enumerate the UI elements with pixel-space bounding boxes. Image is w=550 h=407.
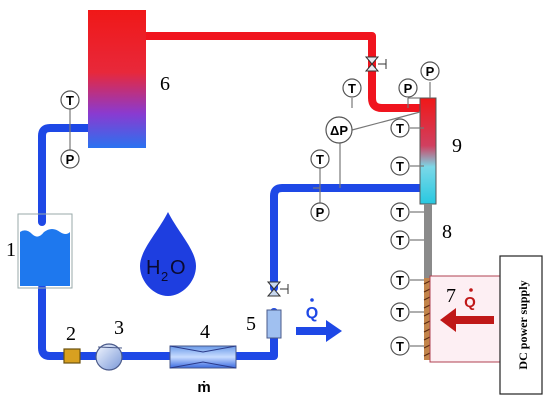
preheater <box>266 309 282 339</box>
water-drop-h: H <box>146 257 160 279</box>
svg-text:P: P <box>66 152 75 167</box>
svg-text:T: T <box>396 339 404 354</box>
thermocouple-section-5: T <box>390 270 410 290</box>
svg-text:P: P <box>426 64 435 79</box>
separator <box>419 97 437 205</box>
valve-icon[interactable] <box>266 281 289 297</box>
svg-text:T: T <box>396 305 404 320</box>
svg-text:T: T <box>396 233 404 248</box>
cold-return-pipe <box>38 124 92 226</box>
thermocouple-section-6: T <box>390 302 410 322</box>
label-5: 5 <box>246 313 256 335</box>
label-3: 3 <box>114 317 124 339</box>
water-drop-o: O <box>170 257 186 279</box>
label-6: 6 <box>160 73 170 95</box>
thermocouple-outlet-9: T <box>310 149 330 169</box>
thermocouple-section-3: T <box>390 202 410 222</box>
water-drop-icon <box>140 212 196 296</box>
thermocouple-section-4: T <box>390 230 410 250</box>
thermocouple-section-1: T <box>390 118 410 138</box>
svg-text:P: P <box>404 81 413 96</box>
pump-outlet <box>97 346 123 349</box>
heated-section <box>424 278 432 360</box>
adiabatic-section <box>424 204 432 278</box>
pump <box>95 343 123 371</box>
label-2: 2 <box>66 323 76 345</box>
label-7: 7 <box>446 285 456 307</box>
reservoir-outline <box>17 213 73 289</box>
filter <box>63 348 81 364</box>
heat-loss-q: Q <box>306 305 318 322</box>
cold-supply-pipe <box>38 284 278 360</box>
svg-text:T: T <box>348 81 356 96</box>
water-drop-2: 2 <box>161 269 168 284</box>
thermocouple-section-2: T <box>390 156 410 176</box>
cold-riser-pipe <box>270 184 424 292</box>
svg-text:T: T <box>396 159 404 174</box>
condenser-tank <box>88 10 146 148</box>
svg-text:T: T <box>396 121 404 136</box>
heat-input-q: Q <box>464 294 476 311</box>
thermocouple-inlet-9: T <box>342 78 362 98</box>
hot-pipe <box>142 32 426 112</box>
svg-text:T: T <box>396 205 404 220</box>
svg-text:P: P <box>316 205 325 220</box>
sensor-leads <box>69 82 431 347</box>
reservoir-water <box>20 229 70 286</box>
heat-input-arrow <box>440 308 494 332</box>
label-8: 8 <box>442 221 452 243</box>
label-4: 4 <box>200 321 210 343</box>
differential-pressure-gauge: ΔP <box>325 116 353 144</box>
pressure-gauge-top: P <box>420 61 440 81</box>
heat-loss-arrow <box>296 320 342 342</box>
power-supply-label: DC power supply <box>516 280 530 369</box>
flowmeter <box>169 345 237 369</box>
power-supply-box <box>499 255 543 395</box>
heater-coil <box>423 279 433 357</box>
svg-text:T: T <box>396 273 404 288</box>
label-1: 1 <box>6 239 16 261</box>
pressure-gauge-inlet-9: P <box>398 78 418 98</box>
mass-flow-symbol: ṁ <box>197 379 210 396</box>
svg-text:T: T <box>316 152 324 167</box>
pressure-gauge-outlet-9: P <box>310 202 330 222</box>
heat-loss-q-dot <box>310 298 314 302</box>
label-9: 9 <box>452 135 462 157</box>
thermocouple-section-7: T <box>390 336 410 356</box>
flowmeter-venturi <box>169 345 237 369</box>
pressure-gauge-tank6: P <box>60 149 80 169</box>
svg-text:T: T <box>66 93 74 108</box>
thermocouple-tank6: T <box>60 90 80 110</box>
heat-input-q-dot <box>469 288 473 292</box>
hot-valve-icon[interactable] <box>364 56 387 72</box>
svg-text:ΔP: ΔP <box>330 123 348 138</box>
